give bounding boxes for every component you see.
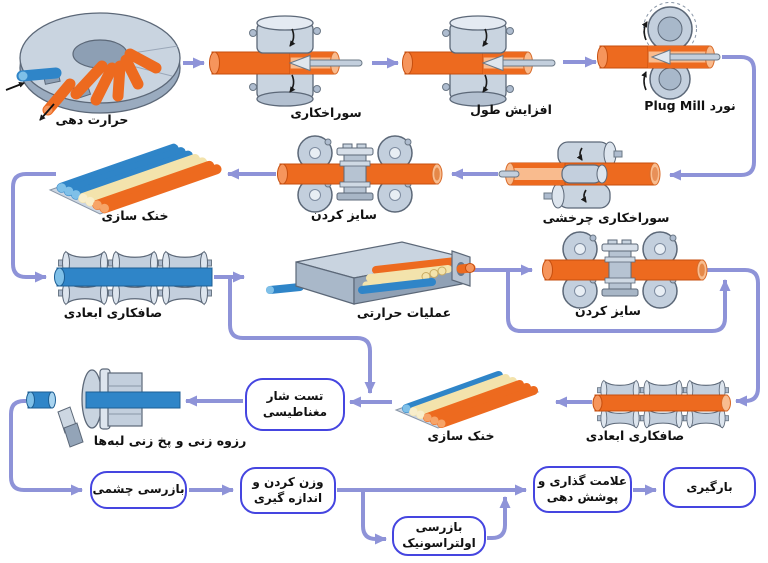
elongation-mill-illustration xyxy=(403,16,556,106)
plug-mill-illustration xyxy=(597,2,721,100)
magnetic-test-line2: مغناطیسی xyxy=(262,404,328,419)
weighing-line2: اندازه گیری xyxy=(253,490,323,505)
label-sizing-2: سایز کردن xyxy=(575,303,641,318)
billet-in-arrow xyxy=(5,82,25,91)
flow-connectors xyxy=(9,55,760,545)
cooling-bed-2-illustration xyxy=(394,371,540,429)
box-marking-coating: علامت گذاری و پوشش دهی xyxy=(533,466,632,513)
hot-billets xyxy=(42,48,162,116)
flow-bypass-to-magnetic-test xyxy=(228,277,376,394)
visual-inspection-line1: بازرسی چشمی xyxy=(92,482,185,497)
sizing-mill-1-illustration xyxy=(276,135,443,213)
magnetic-test-line1: تست شار xyxy=(266,388,324,403)
threading-beveling-lathe-illustration xyxy=(26,368,181,448)
piercing-mill-illustration xyxy=(210,16,363,106)
marking-line1: علامت گذاری و xyxy=(537,473,628,488)
box-visual-inspection: بازرسی چشمی xyxy=(90,471,187,509)
label-heating: حرارت دهی xyxy=(55,112,129,127)
cold-billet xyxy=(16,67,62,82)
flow-ultrasonic-to-marking xyxy=(487,496,511,540)
flow-branch-to-ultrasonic xyxy=(361,490,387,545)
straightener-1-illustration xyxy=(54,251,213,305)
rotary-hearth-furnace-illustration xyxy=(5,12,181,121)
label-straightening-2: صافکاری ابعادی xyxy=(585,428,685,443)
label-cooling-2: خنک سازی xyxy=(427,428,495,443)
flow-sizing2-to-straightening2 xyxy=(705,268,760,407)
label-heat-treatment: عملیات حرارتی xyxy=(356,305,452,320)
label-threading: رزوه زنی و پخ زنی لبه‌ها xyxy=(93,433,247,448)
label-piercing: سوراخکاری xyxy=(290,105,362,120)
ultrasonic-line1: بازرسی xyxy=(415,520,463,535)
cooling-bed-1-illustration xyxy=(48,143,222,215)
label-elongation: افزایش طول xyxy=(470,102,552,117)
heat-treatment-furnace-illustration xyxy=(266,241,476,305)
label-rotary-piercing: سوراخکاری چرخشی xyxy=(542,210,670,225)
box-weighing-measuring: وزن کردن و اندازه گیری xyxy=(240,467,336,514)
rotary-piercing-mill-illustration xyxy=(498,141,661,209)
flow-plugmill-to-rotary xyxy=(669,55,756,181)
box-magnetic-flux-test: تست شار مغناطیسی xyxy=(245,378,345,431)
box-ultrasonic-inspection: بازرسی اولتراسونیک xyxy=(392,516,486,556)
marking-line2: پوشش دهی xyxy=(546,489,619,504)
flow-threading-to-visual-inspection xyxy=(9,399,83,496)
label-cooling-1: خنک سازی xyxy=(101,208,169,223)
ultrasonic-line2: اولتراسونیک xyxy=(402,536,476,550)
straightener-2-illustration xyxy=(592,380,731,429)
loading-line1: بارگیری xyxy=(686,479,733,494)
flow-bypass-under-sizing2 xyxy=(506,270,731,333)
label-straightening-1: صافکاری ابعادی xyxy=(63,305,163,320)
billet-out-arrow xyxy=(39,103,55,121)
weighing-line1: وزن کردن و xyxy=(252,474,324,489)
flow-cooling1-to-straightening1 xyxy=(11,172,56,283)
label-sizing-1: سایز کردن xyxy=(311,207,377,222)
box-loading: بارگیری xyxy=(663,467,756,508)
label-plug-mill: نورد Plug Mill xyxy=(644,98,736,113)
sizing-mill-2-illustration xyxy=(541,231,708,309)
